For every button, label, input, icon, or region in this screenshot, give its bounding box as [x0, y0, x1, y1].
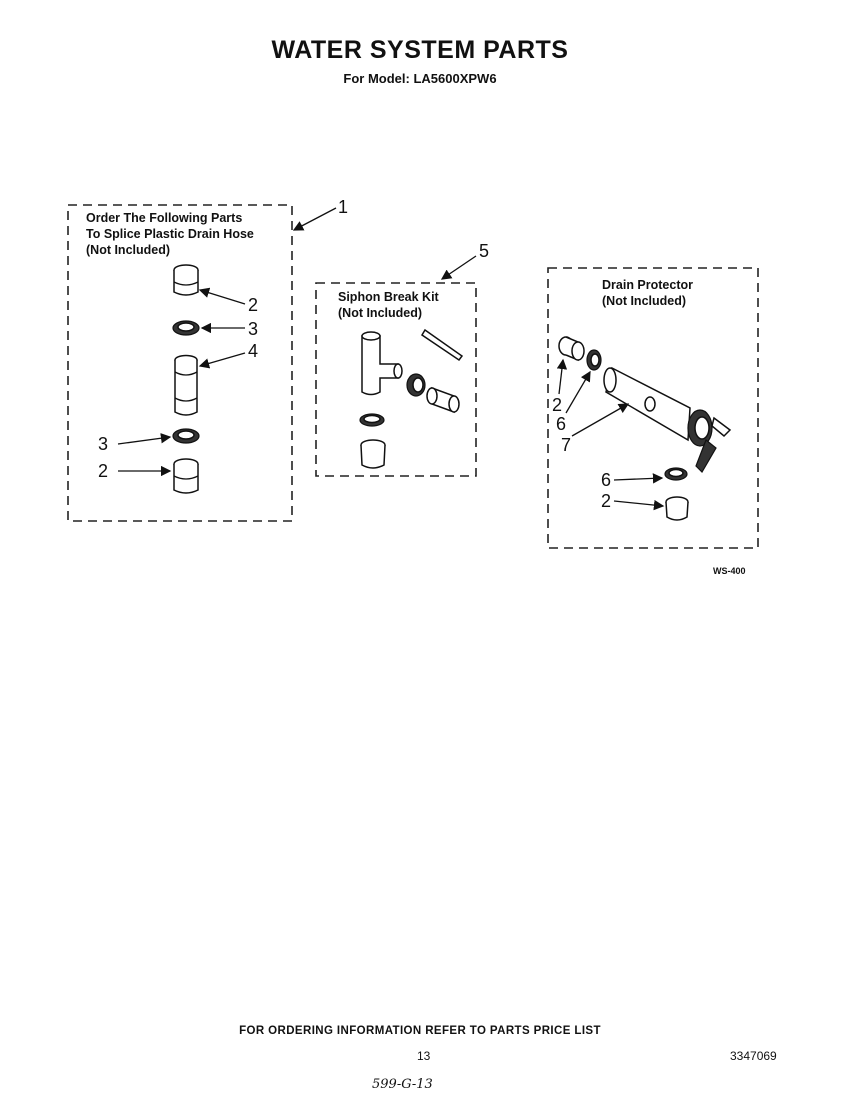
- siphon-kit-drawing: [359, 328, 464, 469]
- callout-7: 7: [561, 435, 572, 455]
- drain-protector-box: [547, 267, 759, 549]
- siphon-box-label-2: (Not Included): [338, 306, 423, 320]
- figure-code: WS-400: [713, 566, 746, 576]
- callout-6-drain-bottom: 6: [601, 470, 612, 490]
- splice-parts-drawing: [172, 264, 200, 494]
- callout-4: 4: [248, 341, 259, 361]
- ordering-note: FOR ORDERING INFORMATION REFER TO PARTS …: [239, 1025, 601, 1037]
- callout-2-top: 2: [248, 295, 259, 315]
- page-number: 13: [417, 1049, 431, 1063]
- callout-2-drain-top: 2: [552, 395, 563, 415]
- callout-6-drain-top: 6: [556, 414, 567, 434]
- splice-box-label-1: Order The Following Parts: [86, 211, 243, 225]
- callout-1: 1: [338, 197, 349, 217]
- model-subtitle: For Model: LA5600XPW6: [343, 71, 497, 86]
- document-number: 3347069: [730, 1049, 777, 1063]
- leader-lines: [117, 207, 665, 511]
- splice-parts-box: [67, 204, 293, 522]
- callout-3-top: 3: [248, 319, 259, 339]
- drain-box-label-1: Drain Protector: [602, 278, 693, 292]
- page-title: WATER SYSTEM PARTS: [271, 36, 569, 64]
- drain-protector-drawing: [558, 336, 732, 521]
- callout-3-bottom: 3: [98, 434, 109, 454]
- callout-2-bottom: 2: [98, 461, 109, 481]
- siphon-box-label-1: Siphon Break Kit: [338, 290, 439, 304]
- callout-5: 5: [479, 241, 490, 261]
- splice-box-label-2: To Splice Plastic Drain Hose: [86, 227, 254, 241]
- splice-box-label-3: (Not Included): [86, 243, 171, 257]
- siphon-kit-box: [315, 282, 477, 477]
- callout-2-drain-bottom: 2: [601, 491, 612, 511]
- drain-box-label-2: (Not Included): [602, 294, 687, 308]
- handwritten-note: 599-G-13: [372, 1077, 433, 1092]
